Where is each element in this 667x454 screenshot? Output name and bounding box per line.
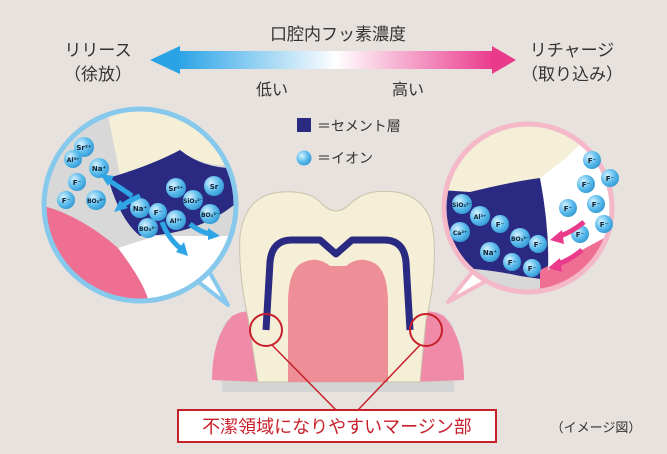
svg-text:Na⁺: Na⁺ [483,249,498,257]
svg-text:Na⁺: Na⁺ [92,165,107,173]
svg-text:F⁻: F⁻ [528,265,537,273]
svg-text:Na⁺: Na⁺ [133,205,148,213]
ion-f: F⁻ [68,173,86,191]
ion-sr: Sr²⁺ [74,137,94,157]
high-label: 高い [392,80,424,99]
svg-text:BO₃³⁻: BO₃³⁻ [139,226,157,233]
svg-text:Ca²⁺: Ca²⁺ [453,230,467,237]
callout-text: 不潔領域になりやすいマージン部 [202,417,472,438]
recharge-arrows [548,220,586,272]
ion-ca: Ca²⁺ [450,222,470,242]
margin-circle-right [409,313,443,347]
svg-text:F⁻: F⁻ [73,179,82,187]
ion-f: F⁻ [529,235,547,253]
callout-box [177,409,497,443]
recharge-sub-label: （取り込み） [521,65,623,85]
svg-text:Sr²⁺: Sr²⁺ [76,144,92,152]
ion-al: Al³⁺ [64,150,82,168]
ion-f: F⁻ [595,215,613,233]
image-note: （イメージ図） [551,421,642,436]
ion-na: Na⁺ [480,242,500,262]
callout-line-left [271,344,337,411]
ion-sio3: SiO₃²⁻ [452,194,472,214]
right-ion-group: F⁻ F⁻ F⁻ F⁻ F⁻ F⁻ F⁻ SiO₃²⁻ Al³⁺ F⁻ BO₃³… [450,151,619,277]
svg-text:F⁻: F⁻ [606,175,615,183]
svg-text:SiO₃²⁻: SiO₃²⁻ [452,202,472,209]
gum-right [414,311,464,382]
ion-bo3: BO₃³⁻ [510,228,530,248]
cement-legend-label: ＝セメント層 [317,119,401,135]
ion-na: Na⁺ [89,158,109,178]
release-sub-label: （徐放） [64,65,132,85]
ion-na: Na⁺ [130,198,150,218]
svg-text:F⁻: F⁻ [576,231,585,239]
cement-legend-swatch [297,118,311,132]
release-arrows [100,174,220,256]
ion-f: F⁻ [587,195,605,213]
svg-text:F⁻: F⁻ [582,181,591,189]
ion-f: F⁻ [57,191,75,209]
low-label: 低い [256,80,288,99]
svg-text:F⁻: F⁻ [534,241,543,249]
svg-text:F⁻: F⁻ [62,197,71,205]
ion-bo3: BO₃³⁻ [138,218,158,238]
ion-f: F⁻ [149,203,167,221]
ion-f: F⁻ [577,175,595,193]
ion-sr: Sr²⁺ [166,178,186,198]
release-label: リリース [64,41,131,61]
svg-text:Al³⁺: Al³⁺ [67,157,80,164]
ion-sr: Sr [204,176,224,196]
svg-text:F⁻: F⁻ [592,201,601,209]
fluoride-gradient-arrow [150,46,516,74]
ion-bo3: BO₃³⁻ [86,190,106,210]
svg-text:BO₃³⁻: BO₃³⁻ [201,212,219,219]
ion-al: Al³⁺ [470,206,490,226]
left-ion-group: Sr²⁺ Al³⁺ Na⁺ F⁻ BO₃³⁻ F⁻ Na⁺ Sr²⁺ SiO₃²… [57,137,224,238]
ion-f: F⁻ [523,259,541,277]
svg-text:F⁻: F⁻ [154,209,163,217]
callout-line-right [357,344,421,411]
svg-text:F⁻: F⁻ [508,259,517,267]
svg-text:BO₃³⁻: BO₃³⁻ [511,236,529,243]
ion-f: F⁻ [583,151,601,169]
tooth-illustration [212,190,464,392]
ion-al: Al³⁺ [166,210,186,230]
cement-layer [262,236,414,331]
svg-text:Al³⁺: Al³⁺ [170,218,183,225]
svg-text:Sr: Sr [210,183,219,191]
svg-text:F⁻: F⁻ [588,157,597,165]
ion-f: F⁻ [601,169,619,187]
ion-legend-label: ＝イオン [317,151,373,167]
ion-bo3: BO₃³⁻ [200,204,220,224]
svg-text:F⁻: F⁻ [600,221,609,229]
svg-text:F⁻: F⁻ [564,205,573,213]
svg-text:Al³⁺: Al³⁺ [474,214,487,221]
ion-legend-swatch [296,150,312,166]
ion-f: F⁻ [559,199,577,217]
margin-circle-left [249,313,283,347]
recharge-label: リチャージ [530,41,615,61]
ion-f: F⁻ [491,215,509,233]
ion-sio3: SiO₃²⁻ [183,190,203,210]
tooth-pulp [288,259,388,382]
svg-text:BO₃³⁻: BO₃³⁻ [87,198,105,205]
svg-text:Sr²⁺: Sr²⁺ [168,185,184,193]
svg-text:SiO₃²⁻: SiO₃²⁻ [183,198,203,205]
svg-text:F⁻: F⁻ [496,221,505,229]
header-title: 口腔内フッ素濃度 [270,25,406,45]
ion-f: F⁻ [503,253,521,271]
